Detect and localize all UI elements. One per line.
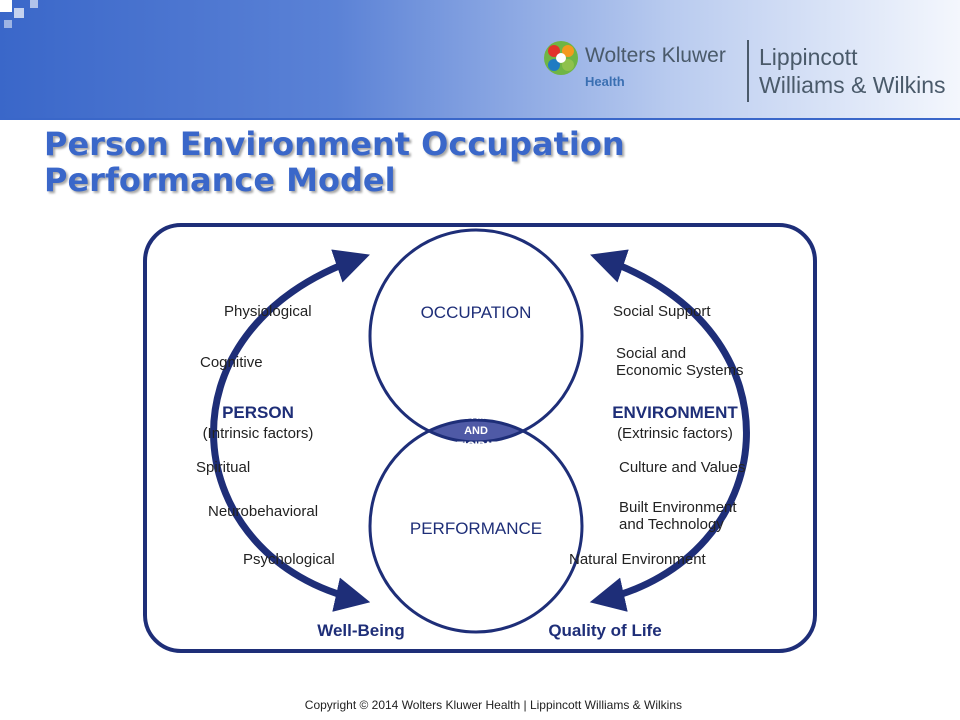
- environment-factor: Culture and Values: [619, 459, 745, 476]
- header-band: [0, 0, 960, 118]
- environment-factor: Social Support: [613, 303, 711, 320]
- wolters-kluwer-logo-icon: [544, 41, 578, 75]
- environment-factor: Social and: [616, 345, 686, 362]
- publisher-name-line-2: Williams & Wilkins: [759, 72, 946, 98]
- publisher-name-line-1: Lippincott: [759, 44, 858, 70]
- publisher-logo: Wolters Kluwer Health Lippincott William…: [543, 38, 960, 108]
- person-factor: Cognitive: [200, 354, 263, 371]
- logo-divider: [747, 40, 749, 102]
- person-factor: Physiological: [224, 303, 312, 320]
- corner-decoration: [30, 0, 38, 8]
- copyright-footer: Copyright © 2014 Wolters Kluwer Health |…: [304, 698, 682, 712]
- occupation-label: OCCUPATION: [421, 303, 532, 322]
- outcome-well-being: Well-Being: [317, 621, 405, 640]
- person-factor: Neurobehavioral: [208, 503, 318, 520]
- person-subtitle: (Intrinsic factors): [203, 425, 314, 442]
- person-factor: Spiritual: [196, 459, 250, 476]
- environment-factor: Built Environment: [619, 499, 737, 516]
- person-factor: Psychological: [243, 551, 335, 568]
- slide-title-line-1: Person Environment Occupation: [44, 125, 625, 163]
- slide-title: Person Environment Occupation Performanc…: [44, 126, 904, 198]
- environment-subtitle: (Extrinsic factors): [617, 425, 733, 442]
- outcome-quality-of-life: Quality of Life: [548, 621, 661, 640]
- environment-factor: and Technology: [619, 516, 724, 533]
- corner-decoration: [14, 8, 24, 18]
- center-label-line: AND: [464, 425, 488, 437]
- person-cycle-arrow: [210, 249, 371, 612]
- environment-title: ENVIRONMENT: [612, 403, 738, 422]
- environment-cycle-arrow: [589, 249, 750, 612]
- environment-factor: Natural Environment: [569, 551, 707, 568]
- performance-label: PERFORMANCE: [410, 519, 542, 538]
- diagram-frame: [143, 223, 817, 653]
- corner-decoration: [4, 20, 12, 28]
- slide-title-line-2: Performance Model: [44, 161, 396, 199]
- header-rule: [0, 118, 960, 120]
- center-label-line: OCCUPATIONAL: [433, 395, 520, 407]
- center-label-line: PERFORMANCE: [433, 410, 519, 422]
- brand-subtitle: Health: [585, 74, 625, 89]
- corner-decoration: [0, 0, 12, 12]
- center-label-line: PARTICIPATION: [434, 440, 517, 452]
- person-title: PERSON: [222, 403, 294, 422]
- environment-factor: Economic Systems: [616, 362, 744, 379]
- brand-name: Wolters Kluwer: [585, 44, 726, 67]
